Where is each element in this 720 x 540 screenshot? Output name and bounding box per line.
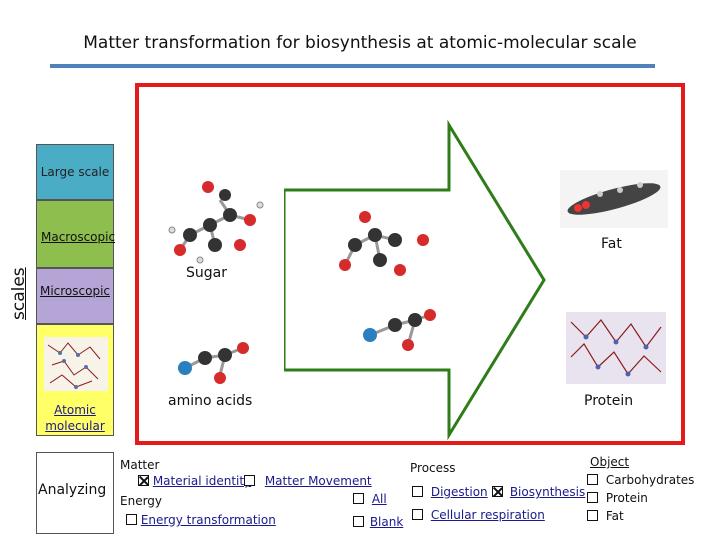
blank-option[interactable]: Blank bbox=[353, 515, 403, 529]
cellular-respiration-checkbox[interactable] bbox=[412, 509, 423, 520]
matter-header: Matter bbox=[120, 458, 160, 472]
protein-molecule-icon bbox=[566, 312, 666, 384]
biosynthesis-checkbox[interactable] bbox=[492, 486, 503, 497]
material-identity-checkbox[interactable] bbox=[138, 475, 149, 486]
digestion-option[interactable]: Digestion bbox=[412, 485, 488, 499]
fat-molecule-icon bbox=[560, 170, 668, 228]
material-identity-label: Material identity bbox=[152, 474, 252, 488]
protein-checkbox[interactable] bbox=[587, 492, 598, 503]
scales-axis-label: scales bbox=[9, 267, 29, 320]
carbohydrates-option[interactable]: Carbohydrates bbox=[587, 473, 694, 487]
sugar-label: Sugar bbox=[186, 265, 227, 281]
fat-checkbox[interactable] bbox=[587, 510, 598, 521]
carbohydrates-label: Carbohydrates bbox=[605, 473, 695, 487]
all-option[interactable]: All bbox=[353, 492, 387, 506]
atomic-thumbnail-icon bbox=[44, 337, 108, 391]
fat-label: Fat bbox=[601, 236, 622, 252]
atomic-label-line2: molecular bbox=[45, 419, 105, 433]
title-rule bbox=[50, 64, 655, 68]
all-label: All bbox=[371, 492, 387, 506]
sugar-molecule-icon bbox=[168, 181, 264, 264]
matter-movement-label: Matter Movement bbox=[264, 474, 372, 488]
fat-option-label: Fat bbox=[605, 509, 624, 523]
cellular-respiration-option[interactable]: Cellular respiration bbox=[412, 508, 545, 522]
carbohydrates-checkbox[interactable] bbox=[587, 474, 598, 485]
amino-acids-label: amino acids bbox=[168, 393, 253, 409]
digestion-label: Digestion bbox=[430, 485, 488, 499]
protein-label: Protein bbox=[584, 393, 634, 409]
atomic-label-line1: Atomic bbox=[54, 403, 96, 417]
cellular-respiration-label: Cellular respiration bbox=[430, 508, 545, 522]
sugar-molecule-arrow-icon bbox=[339, 211, 429, 276]
blank-checkbox[interactable] bbox=[353, 516, 364, 527]
energy-transformation-checkbox[interactable] bbox=[126, 514, 137, 525]
digestion-checkbox[interactable] bbox=[412, 486, 423, 497]
fat-option[interactable]: Fat bbox=[587, 509, 624, 523]
protein-option-label: Protein bbox=[605, 491, 648, 505]
scale-atomic-molecular bbox=[36, 324, 114, 436]
process-header: Process bbox=[410, 461, 456, 475]
matter-movement-option[interactable]: Matter Movement bbox=[244, 474, 372, 488]
object-header: Object bbox=[590, 455, 630, 469]
scale-large: Large scale bbox=[36, 144, 114, 200]
scale-microscopic: Microscopic bbox=[36, 268, 114, 324]
analyzing-label: Analyzing bbox=[38, 482, 107, 498]
biosynthesis-option[interactable]: Biosynthesis bbox=[492, 485, 585, 499]
content-frame bbox=[135, 83, 685, 445]
material-identity-option[interactable]: Material identity bbox=[138, 474, 251, 488]
energy-header: Energy bbox=[120, 494, 163, 508]
transformation-arrow-icon bbox=[284, 120, 546, 440]
amino-acid-molecule-icon bbox=[178, 342, 249, 384]
blank-label: Blank bbox=[369, 515, 404, 529]
amino-acid-molecule-arrow-icon bbox=[363, 309, 436, 351]
scale-atomic-label: Atomic molecular bbox=[36, 402, 114, 434]
page-title: Matter transformation for biosynthesis a… bbox=[83, 33, 637, 53]
matter-movement-checkbox[interactable] bbox=[244, 475, 255, 486]
protein-option[interactable]: Protein bbox=[587, 491, 648, 505]
energy-transformation-option[interactable]: Energy transformation bbox=[126, 513, 276, 527]
biosynthesis-label: Biosynthesis bbox=[509, 485, 586, 499]
energy-transformation-label: Energy transformation bbox=[140, 513, 276, 527]
all-checkbox[interactable] bbox=[353, 493, 364, 504]
scale-macroscopic: Macroscopic bbox=[36, 200, 115, 268]
